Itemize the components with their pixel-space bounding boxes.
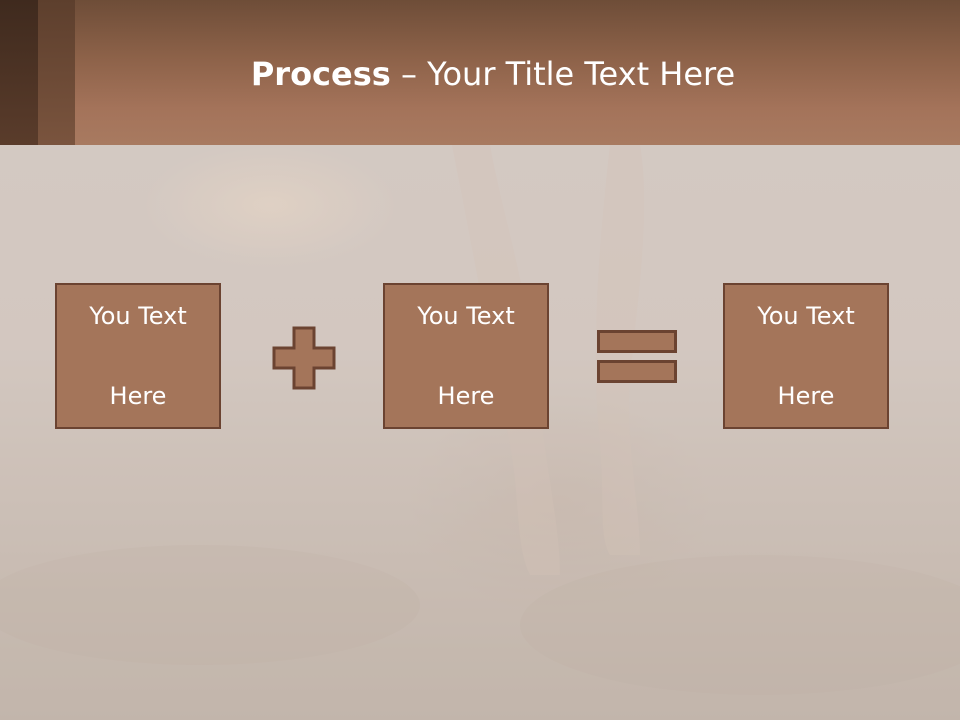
background-overlay xyxy=(0,145,960,720)
text-box-1-line1: You Text xyxy=(89,302,187,330)
text-box-3[interactable]: You Text Here xyxy=(723,283,889,429)
text-box-3-line2: Here xyxy=(777,382,835,410)
background-photo xyxy=(0,145,960,720)
equals-icon xyxy=(597,330,677,383)
text-box-2-line1: You Text xyxy=(417,302,515,330)
title-bold: Process xyxy=(250,55,391,93)
text-box-1[interactable]: You Text Here xyxy=(55,283,221,429)
title-rest: – Your Title Text Here xyxy=(390,55,736,93)
header-accent-dark xyxy=(0,0,38,145)
plus-icon xyxy=(272,326,336,390)
text-box-2-line2: Here xyxy=(437,382,495,410)
header-band: Process – Your Title Text Here xyxy=(0,0,960,145)
text-box-3-line1: You Text xyxy=(757,302,855,330)
header-accent-mid xyxy=(38,0,75,145)
text-box-2[interactable]: You Text Here xyxy=(383,283,549,429)
slide-title[interactable]: Process – Your Title Text Here xyxy=(0,52,960,96)
text-box-1-line2: Here xyxy=(109,382,167,410)
